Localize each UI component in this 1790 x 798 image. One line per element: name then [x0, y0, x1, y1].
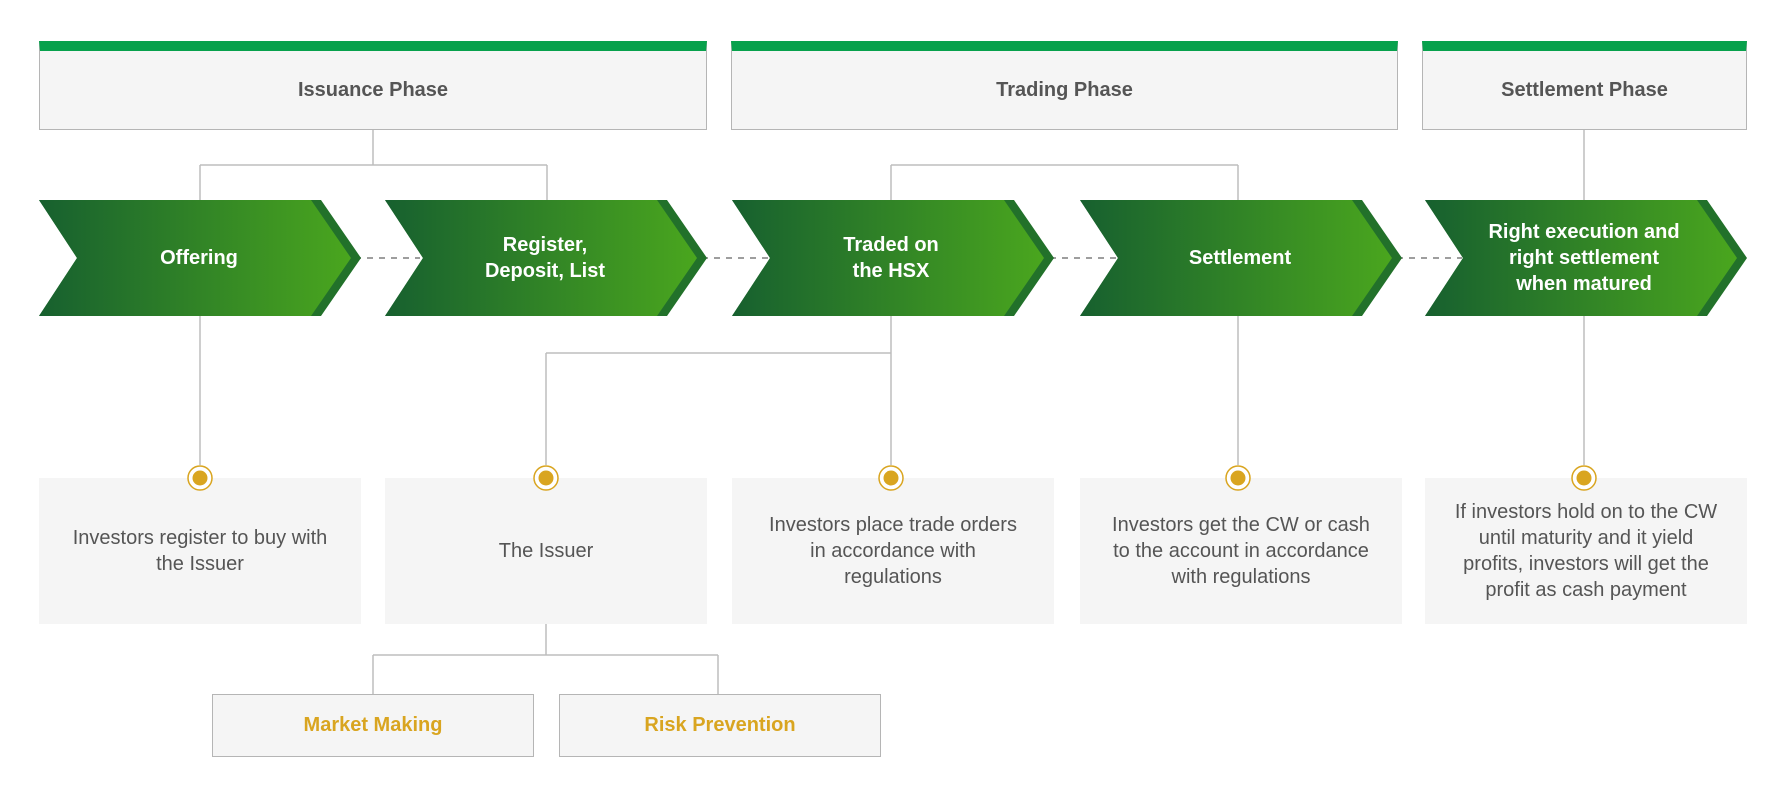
chevron-right-execution — [1425, 200, 1747, 316]
step-description-traded: Investors place trade orders in accordan… — [732, 478, 1054, 624]
chevron-register — [385, 200, 707, 316]
chevron-settlement — [1080, 200, 1402, 316]
chevron-offering — [39, 200, 361, 316]
role-market-making: Market Making — [212, 694, 534, 757]
step-label-traded: Traded on the HSX — [843, 234, 939, 282]
step-label-offering: Offering — [160, 247, 238, 269]
step-label-right-execution: Right execution and right settlement whe… — [1488, 221, 1680, 295]
connector-dot-icon — [1225, 465, 1251, 491]
phase-trading: Trading Phase — [731, 41, 1398, 130]
connector-dot-icon — [187, 465, 213, 491]
role-risk-prevention: Risk Prevention — [559, 694, 881, 757]
step-label-settlement: Settlement — [1188, 247, 1292, 269]
chevron-traded — [732, 200, 1054, 316]
connector-dot-icon — [878, 465, 904, 491]
step-label-register: Register, Deposit, List — [484, 234, 605, 282]
phase-settlement: Settlement Phase — [1422, 41, 1747, 130]
step-description-right-execution: If investors hold on to the CW until mat… — [1425, 478, 1747, 624]
phase-issuance: Issuance Phase — [39, 41, 707, 130]
step-description-offering: Investors register to buy with the Issue… — [39, 478, 361, 624]
step-description-settlement: Investors get the CW or cash to the acco… — [1080, 478, 1402, 624]
connector-dot-icon — [533, 465, 559, 491]
step-description-issuer: The Issuer — [385, 478, 707, 624]
connector-dot-icon — [1571, 465, 1597, 491]
